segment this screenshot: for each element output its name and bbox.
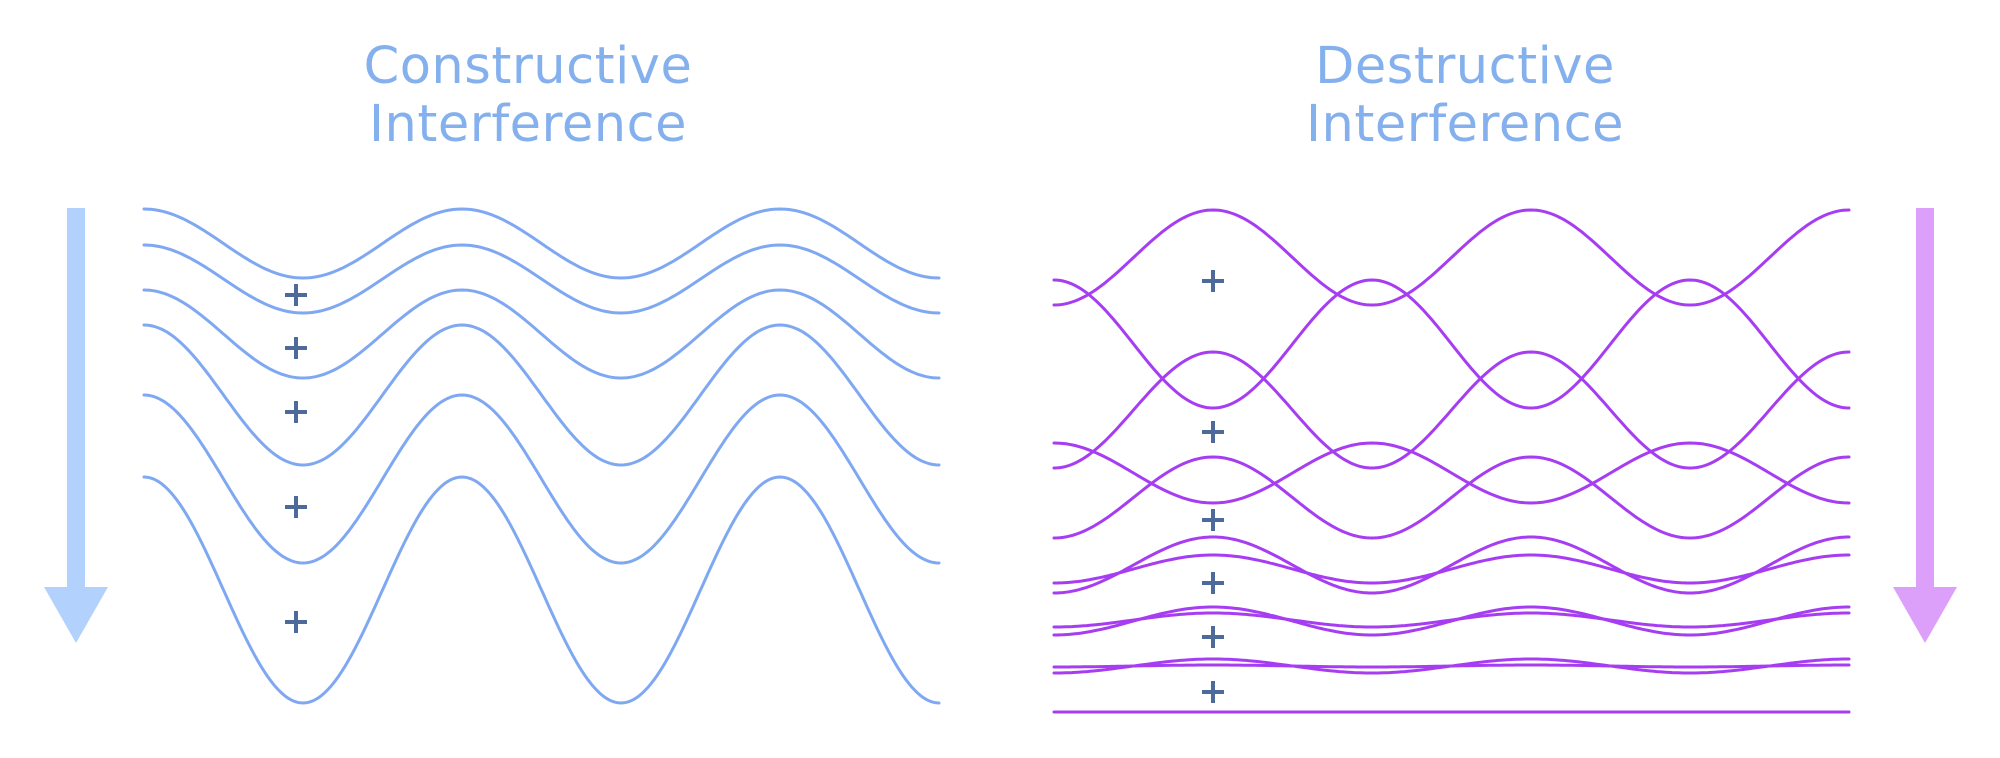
destructive-interference-title: Destructive Interference bbox=[1165, 38, 1765, 154]
wave-line bbox=[1052, 553, 1851, 585]
wave-line bbox=[1052, 663, 1851, 669]
constructive-title-line1: Constructive bbox=[363, 37, 693, 96]
wave-line bbox=[1052, 455, 1851, 540]
down-arrow-icon bbox=[44, 208, 108, 643]
wave-line bbox=[142, 243, 941, 315]
plus-icon bbox=[285, 611, 307, 633]
wave-line bbox=[1052, 441, 1851, 505]
wave-line bbox=[142, 475, 941, 705]
destructive-title-line1: Destructive bbox=[1315, 37, 1615, 96]
plus-icon bbox=[1202, 270, 1224, 292]
wave-line bbox=[1052, 535, 1851, 595]
plus-icon bbox=[1202, 681, 1224, 703]
plus-icon bbox=[1202, 572, 1224, 594]
plus-icon bbox=[1202, 626, 1224, 648]
wave-line bbox=[142, 207, 941, 280]
plus-icon bbox=[1202, 421, 1224, 443]
wave-line bbox=[142, 393, 941, 565]
destructive-wave-set bbox=[1052, 208, 1851, 714]
constructive-interference-title: Constructive Interference bbox=[228, 38, 828, 154]
down-arrow-icon bbox=[1893, 208, 1957, 643]
plus-icon bbox=[285, 496, 307, 518]
wave-line bbox=[1052, 278, 1851, 410]
wave-line bbox=[1052, 208, 1851, 307]
destructive-plus-signs bbox=[1202, 270, 1224, 703]
destructive-title-line2: Interference bbox=[1305, 95, 1624, 154]
wave-line bbox=[142, 323, 941, 467]
wave-line bbox=[1052, 350, 1851, 470]
wave-line bbox=[142, 288, 941, 380]
constructive-wave-set bbox=[142, 207, 941, 705]
constructive-title-line2: Interference bbox=[368, 95, 687, 154]
plus-icon bbox=[285, 284, 307, 306]
plus-icon bbox=[285, 337, 307, 359]
wave-line bbox=[1052, 611, 1851, 629]
constructive-plus-signs bbox=[285, 284, 307, 633]
plus-icon bbox=[1202, 509, 1224, 531]
plus-icon bbox=[285, 401, 307, 423]
